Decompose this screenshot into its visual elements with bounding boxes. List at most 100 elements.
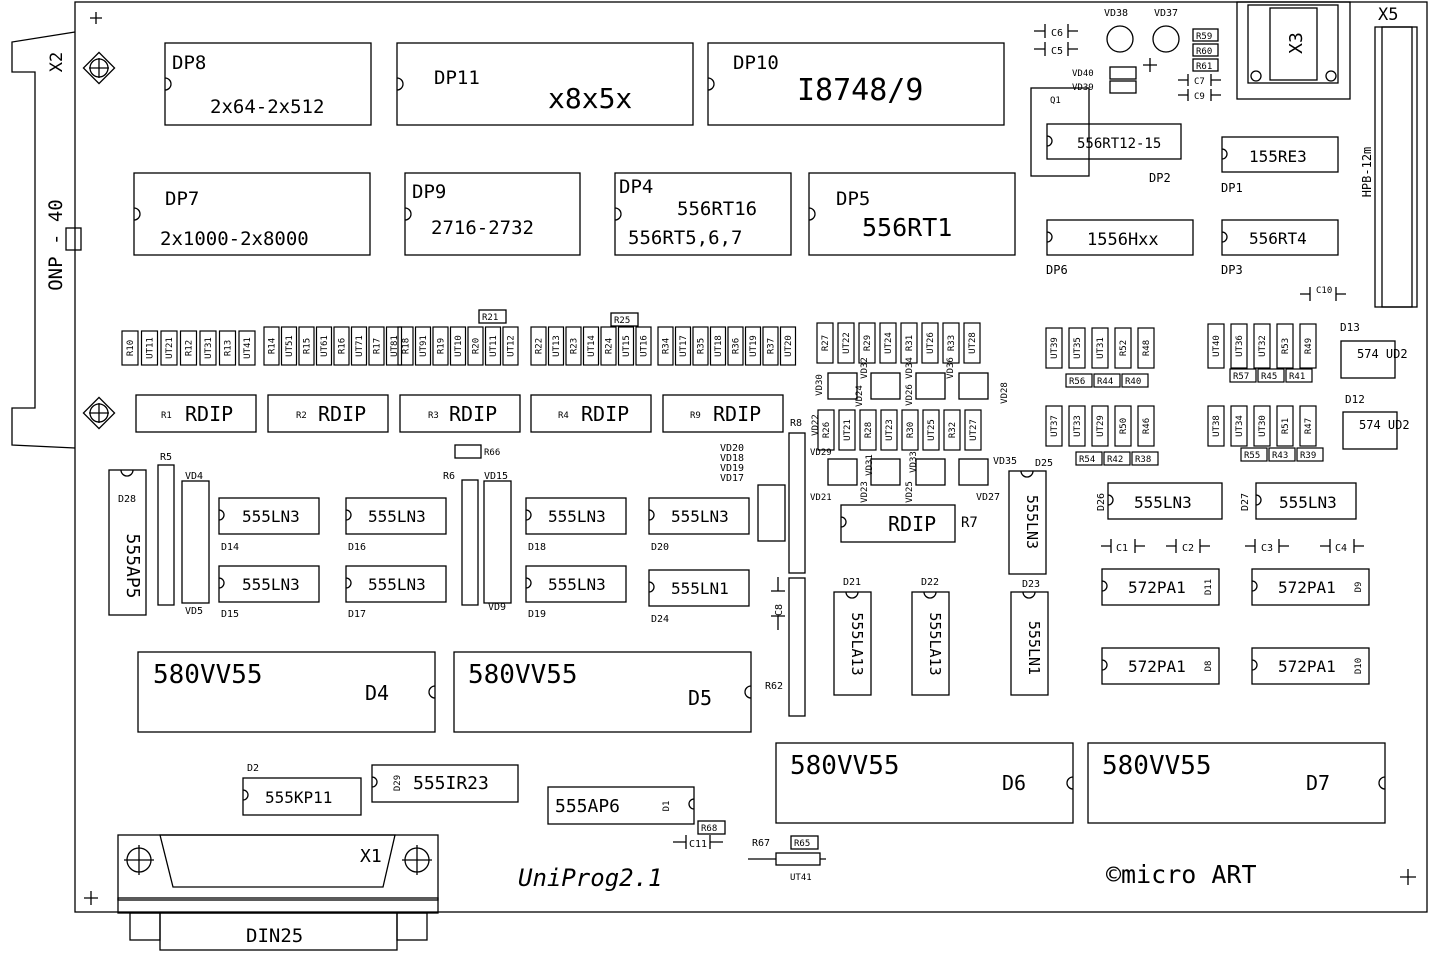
- part-ut30-label: UT30: [1258, 415, 1268, 437]
- chip-d13: [1340, 340, 1396, 379]
- chip-d27-part: 555LN3: [1279, 493, 1337, 512]
- part-ut29-label: UT29: [1096, 415, 1106, 437]
- transistor-ut41: [775, 852, 821, 866]
- chip-d27: [1255, 482, 1357, 520]
- chip-d20-part: 555LN3: [671, 507, 729, 526]
- part-r54-label: R54: [1079, 455, 1095, 465]
- part-r55: [1240, 447, 1268, 462]
- chip-d24-part: 555LN1: [671, 579, 729, 598]
- part-ut12: [502, 326, 519, 366]
- chip-dp2-part: 556RT12-15: [1077, 136, 1161, 152]
- chip-d22: [911, 591, 950, 696]
- chip-d9-ref: D9: [1354, 582, 1364, 593]
- part-ut27: [964, 409, 982, 451]
- vd33-label: VD33: [909, 451, 919, 473]
- rdip-r1-ref: R1: [161, 411, 172, 421]
- part-ut40-label: UT40: [1212, 335, 1222, 357]
- chip-d21-part: 555LA13: [848, 612, 866, 675]
- part-r48: [1137, 327, 1155, 369]
- chip-d22-ref: D22: [921, 577, 939, 588]
- part-ut39: [1045, 327, 1063, 369]
- notch-dp7: [133, 207, 141, 221]
- chip-dp5-part: 556RT1: [862, 213, 952, 242]
- chip-d6-part: 580VV55: [790, 751, 900, 781]
- res-r59-label: R59: [1196, 32, 1212, 42]
- part-r15: [298, 326, 315, 366]
- notch-dp10: [707, 77, 715, 91]
- vd31-label: VD31: [865, 454, 875, 476]
- notch-d5: [744, 685, 752, 699]
- diode-stack-vd15-label: VD15: [484, 471, 508, 482]
- part-r26-label: R26: [822, 422, 832, 438]
- diode-pair-1: [827, 372, 858, 400]
- part-r30-label: R30: [906, 422, 916, 438]
- part-r22-label: R22: [535, 338, 545, 354]
- cap-c10: [1300, 287, 1346, 301]
- edge-connector-label: ONP - 40: [45, 199, 67, 291]
- part-r15-label: R15: [303, 338, 313, 354]
- part-r33-label: R33: [947, 335, 957, 351]
- res-r61-label: R61: [1196, 62, 1212, 72]
- notch-dp4: [614, 207, 622, 221]
- part-ut91-label: UT91: [419, 335, 429, 357]
- vd26-label: VD26: [905, 384, 915, 406]
- chip-d19: [525, 565, 627, 603]
- chip-dp8-ref: DP8: [172, 52, 206, 74]
- part-r10: [121, 330, 139, 366]
- led-vd38-label: VD38: [1104, 8, 1128, 19]
- part-r12: [179, 330, 198, 366]
- res-r68: [697, 820, 726, 835]
- chip-d6: [775, 742, 1074, 824]
- chip-d9: [1251, 568, 1370, 606]
- notch-r7: [840, 516, 847, 528]
- chip-d27-ref: D27: [1240, 493, 1251, 511]
- part-r38-label: R38: [1135, 455, 1151, 465]
- part-ut20: [779, 326, 797, 366]
- part-r43: [1268, 447, 1296, 462]
- part-r38: [1131, 451, 1159, 466]
- chip-d17: [345, 565, 447, 603]
- rdip-r7-part: RDIP: [888, 512, 936, 536]
- part-r39: [1296, 447, 1324, 462]
- chip-d18: [525, 497, 627, 535]
- part-r18-label: R18: [402, 338, 412, 354]
- notch-d9: [1251, 580, 1258, 592]
- part-r37-label: R37: [767, 338, 777, 354]
- part-ut36-label: UT36: [1235, 335, 1245, 357]
- cap-c3-label: C3: [1261, 543, 1273, 554]
- chip-d6-ref: D6: [1002, 771, 1026, 795]
- notch-d1: [688, 798, 695, 810]
- part-ut12-label: UT12: [507, 335, 517, 357]
- part-r23: [565, 326, 582, 366]
- part-r44-label: R44: [1097, 377, 1113, 387]
- part-ut81: [385, 326, 403, 366]
- chip-dp10-part: I8748/9: [797, 73, 923, 108]
- chip-dp7: [133, 172, 371, 256]
- chip-d12: [1342, 411, 1398, 450]
- diode-pair-5: [827, 458, 858, 486]
- part-r31: [900, 322, 918, 364]
- part-ut32: [1253, 323, 1271, 369]
- chip-d10-ref: D10: [1354, 658, 1364, 674]
- part-r50-label: R50: [1119, 418, 1129, 434]
- chip-d23: [1010, 591, 1049, 696]
- chip-d13-ref: D13: [1340, 321, 1360, 334]
- part-r46-label: R46: [1142, 418, 1152, 434]
- chip-d1: [547, 786, 695, 825]
- chip-d17-ref: D17: [348, 609, 366, 620]
- part-r19: [432, 326, 449, 366]
- notch-d25: [1020, 470, 1034, 478]
- part-ut10: [449, 326, 467, 366]
- chip-dp8: [164, 42, 372, 126]
- notch-d16: [345, 509, 352, 521]
- chip-d29-part: 555IR23: [413, 773, 489, 794]
- part-ut23: [880, 409, 898, 451]
- rdip-r4: [530, 394, 652, 433]
- part-r24: [600, 326, 617, 366]
- part-ut61: [315, 326, 333, 366]
- chip-d28: [108, 469, 147, 616]
- diode-pair-3: [915, 372, 946, 400]
- vd36-label: VD36: [946, 357, 956, 379]
- part-r54: [1075, 451, 1103, 466]
- part-r42-label: R42: [1107, 455, 1123, 465]
